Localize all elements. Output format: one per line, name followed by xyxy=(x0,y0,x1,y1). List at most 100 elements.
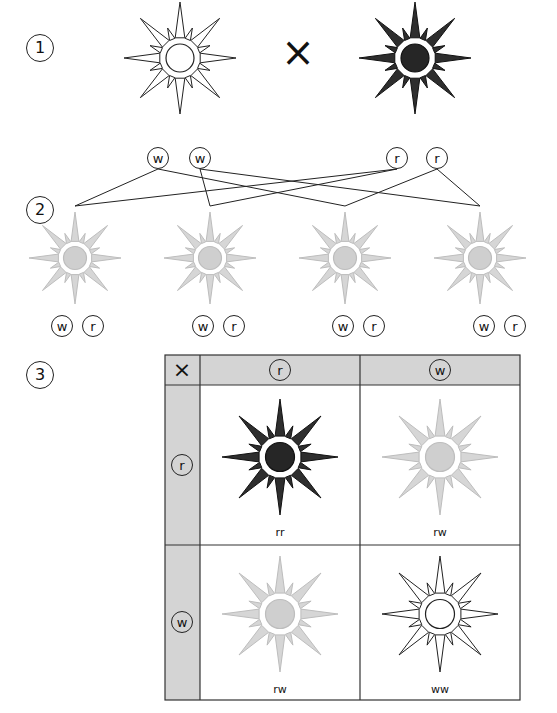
petal xyxy=(455,248,465,254)
petal xyxy=(299,254,328,262)
petal xyxy=(79,233,85,243)
flower-center xyxy=(64,247,87,270)
petal xyxy=(409,619,422,627)
petal xyxy=(461,452,498,462)
petal xyxy=(71,212,79,241)
petal xyxy=(403,28,410,41)
petal xyxy=(313,267,337,291)
petal xyxy=(435,635,445,672)
petal xyxy=(451,625,481,655)
petal xyxy=(426,69,455,98)
petal xyxy=(375,69,404,98)
allele-letter: r xyxy=(512,320,517,333)
petal xyxy=(227,254,256,262)
petal xyxy=(354,226,378,250)
flower-illustration xyxy=(382,399,498,515)
petal xyxy=(458,444,471,452)
petal xyxy=(29,254,58,262)
allele-circle: r xyxy=(82,315,104,337)
petal xyxy=(198,63,211,70)
petal xyxy=(375,18,404,47)
inheritance-line xyxy=(200,169,210,206)
petal xyxy=(409,462,422,470)
allele-letter: r xyxy=(371,320,376,333)
flower-illustration xyxy=(222,556,338,672)
petal xyxy=(150,63,163,70)
table-rule xyxy=(359,355,360,700)
petal xyxy=(89,262,99,268)
allele-letter: w xyxy=(57,320,68,333)
petal xyxy=(65,272,71,282)
petal xyxy=(298,601,311,609)
genotype-label: rw xyxy=(433,527,447,538)
petal xyxy=(484,233,490,243)
petal xyxy=(458,462,471,470)
allele-circle: w xyxy=(473,315,495,337)
flower-center xyxy=(166,44,194,72)
allele-header: r xyxy=(171,454,193,476)
petal xyxy=(362,254,391,262)
petal xyxy=(458,619,471,627)
petal xyxy=(224,248,234,254)
petal xyxy=(382,452,419,462)
petal xyxy=(448,226,472,250)
petal xyxy=(275,478,285,515)
allele-letter: r xyxy=(434,152,439,165)
petal xyxy=(494,262,504,268)
inheritance-line xyxy=(437,169,480,206)
petal xyxy=(476,212,484,241)
petal xyxy=(301,609,338,619)
petal xyxy=(320,248,330,254)
petal xyxy=(185,248,195,254)
flower-illustration xyxy=(222,399,338,515)
petal xyxy=(320,262,330,268)
allele-circle: r xyxy=(223,315,245,337)
petal xyxy=(222,609,259,619)
petal xyxy=(434,254,463,262)
petal xyxy=(285,475,293,488)
petal xyxy=(335,272,341,282)
table-header-column xyxy=(165,355,200,700)
allele-letter: w xyxy=(177,616,188,629)
petal xyxy=(249,462,262,470)
petal xyxy=(349,233,355,243)
allele-letter: w xyxy=(479,320,490,333)
flower-center xyxy=(266,443,295,472)
allele-letter: w xyxy=(338,320,349,333)
petal xyxy=(426,18,455,47)
inheritance-line xyxy=(75,169,158,206)
petal xyxy=(494,248,504,254)
petal xyxy=(79,272,85,282)
petal xyxy=(445,583,453,596)
cross-symbol: × xyxy=(281,32,315,72)
petal xyxy=(341,275,349,304)
petal xyxy=(200,272,206,282)
petal xyxy=(285,632,293,645)
petal xyxy=(249,619,262,627)
flower-center xyxy=(334,247,357,270)
table-rule xyxy=(165,384,520,385)
petal xyxy=(470,272,476,282)
petal xyxy=(433,46,446,53)
inheritance-line xyxy=(345,169,437,206)
petal xyxy=(409,444,422,452)
allele-circle: r xyxy=(363,315,385,337)
petal xyxy=(275,556,285,593)
petal xyxy=(224,262,234,268)
flower-illustration xyxy=(382,556,498,672)
flower-illustration xyxy=(164,212,256,304)
petal xyxy=(313,226,337,250)
petal xyxy=(445,426,453,439)
petal xyxy=(359,248,369,254)
petal xyxy=(140,18,169,47)
inheritance-line xyxy=(158,169,345,206)
flower-center xyxy=(469,247,492,270)
petal xyxy=(214,272,220,282)
petal xyxy=(84,267,108,291)
petal xyxy=(382,609,419,619)
petal xyxy=(455,262,465,268)
petal xyxy=(43,267,67,291)
petal xyxy=(451,416,481,446)
allele-circle: r xyxy=(426,147,448,169)
